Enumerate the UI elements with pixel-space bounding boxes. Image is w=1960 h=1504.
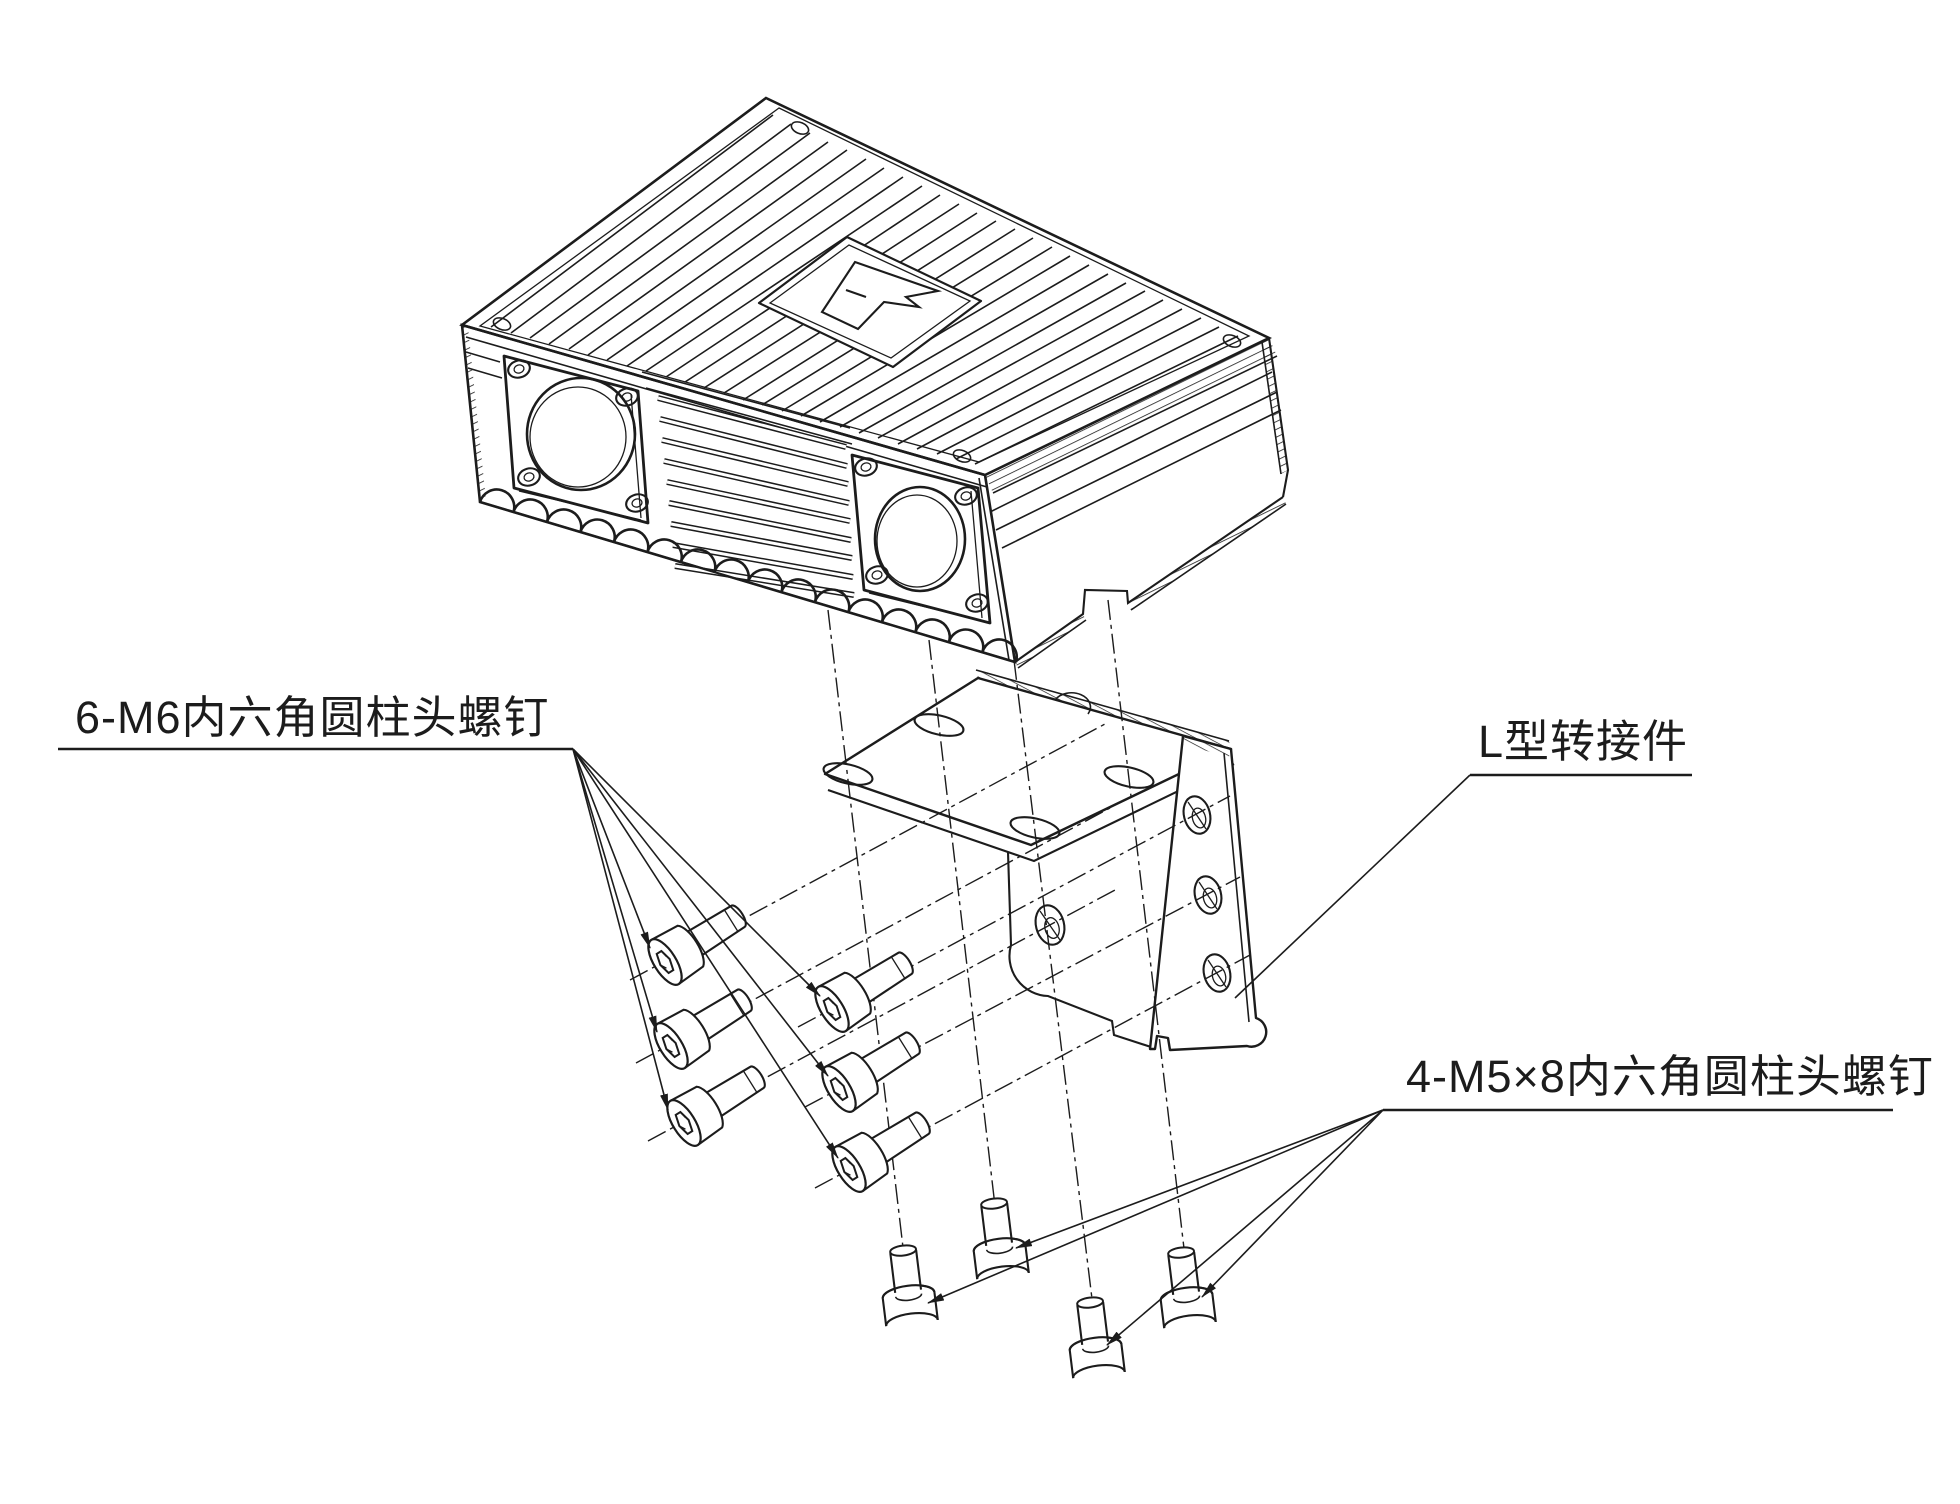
m5-screw-2 xyxy=(966,1194,1030,1281)
device-front-face xyxy=(460,323,1018,664)
m6-screw-2 xyxy=(646,974,764,1075)
bracket-web xyxy=(1006,851,1152,1048)
device-unit xyxy=(459,96,1290,669)
m5-screw-1 xyxy=(875,1241,939,1328)
m5-screws xyxy=(875,1194,1217,1380)
logo-mark-icon xyxy=(820,260,943,331)
device-top-face xyxy=(459,96,1278,494)
centerline-vertical-2 xyxy=(928,639,996,1207)
logo-badge xyxy=(757,235,983,369)
annotations: 6-M6内六角圆柱头螺钉 L型转接件 4-M5×8内六角圆柱头螺钉 xyxy=(58,692,1934,1112)
l-bracket xyxy=(822,669,1268,1052)
vent-louvers xyxy=(657,395,855,598)
leader-lines xyxy=(572,748,1471,1346)
m6-screw-6 xyxy=(824,1097,942,1198)
device-right-face xyxy=(978,337,1290,669)
centerline-axis-3 xyxy=(647,889,1116,1142)
front-fins xyxy=(465,351,853,445)
m6-screw-4 xyxy=(807,937,925,1038)
centerline-axis-1 xyxy=(629,723,1106,981)
m5-screw-4 xyxy=(1153,1243,1217,1330)
label-m5-screws: 4-M5×8内六角圆柱头螺钉 xyxy=(1406,1051,1934,1102)
m6-screw-1 xyxy=(640,890,758,991)
label-m6-screws: 6-M6内六角圆柱头螺钉 xyxy=(75,692,550,743)
m6-screw-5 xyxy=(814,1017,932,1118)
connector-port-right xyxy=(850,453,992,625)
leader-bracket xyxy=(1234,774,1471,999)
bracket-flange xyxy=(1148,734,1268,1052)
connector-port-left xyxy=(502,354,650,525)
m6-screws xyxy=(640,890,942,1198)
centerline-axis-2 xyxy=(635,807,1111,1064)
centerline-vertical-3 xyxy=(1013,659,1094,1308)
m5-screw-3 xyxy=(1062,1293,1126,1380)
centerline-vertical-1 xyxy=(827,609,905,1257)
label-l-bracket: L型转接件 xyxy=(1478,716,1688,767)
centerline-vertical-4 xyxy=(1107,599,1186,1258)
